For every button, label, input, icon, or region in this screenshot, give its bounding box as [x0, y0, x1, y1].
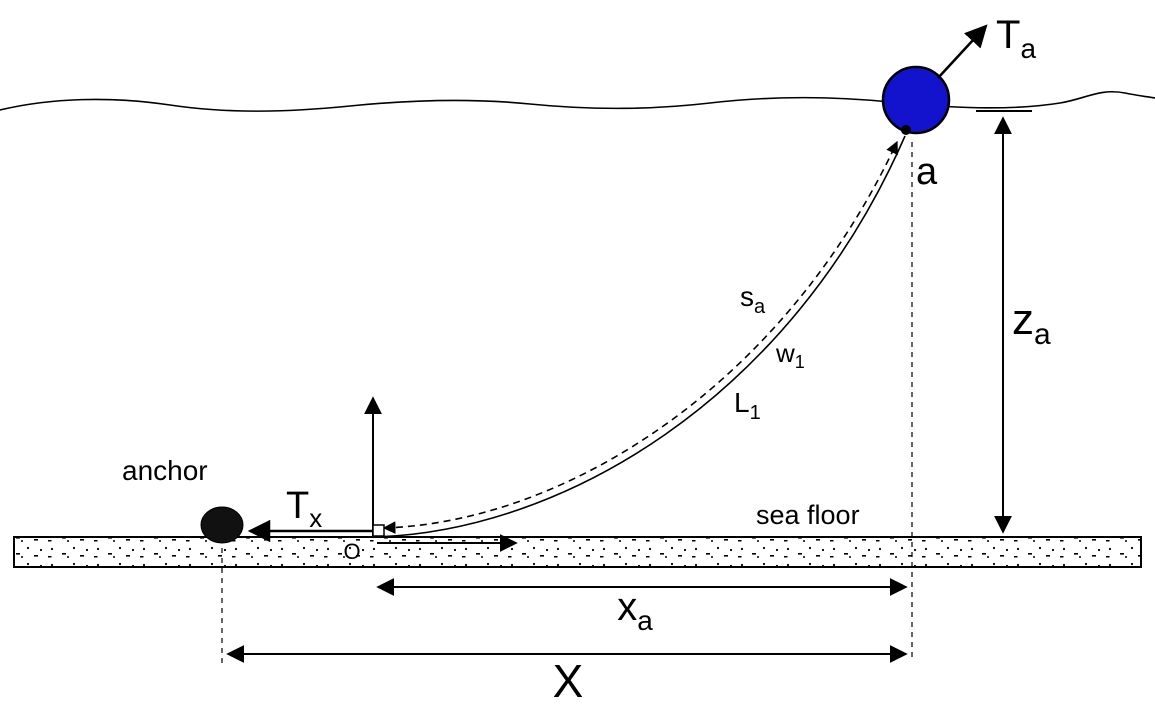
label-anchor: anchor	[122, 455, 208, 486]
label-xa: xa	[617, 585, 653, 636]
sea-floor-band	[13, 536, 1142, 568]
label-origin: O	[343, 539, 360, 564]
label-tx: Tx	[286, 485, 322, 533]
water-surface-line	[0, 90, 1155, 112]
label-za: za	[1012, 295, 1051, 351]
label-sea-floor: sea floor	[756, 500, 860, 530]
label-x: X	[553, 655, 584, 707]
label-line-length: L1	[734, 387, 761, 424]
label-unit-weight: w1	[775, 338, 805, 372]
label-buoy-point: a	[916, 151, 938, 193]
label-arc-length: sa	[740, 281, 766, 318]
mooring-line-catenary	[371, 135, 906, 538]
tension-ta-arrow	[937, 24, 988, 79]
label-ta: Ta	[996, 13, 1036, 64]
buoy-attachment-dot	[901, 125, 911, 135]
anchor-body	[200, 506, 244, 544]
origin-right-angle-marker	[372, 524, 385, 537]
buoy	[881, 65, 951, 135]
arc-length-dashed-curve	[382, 140, 898, 535]
